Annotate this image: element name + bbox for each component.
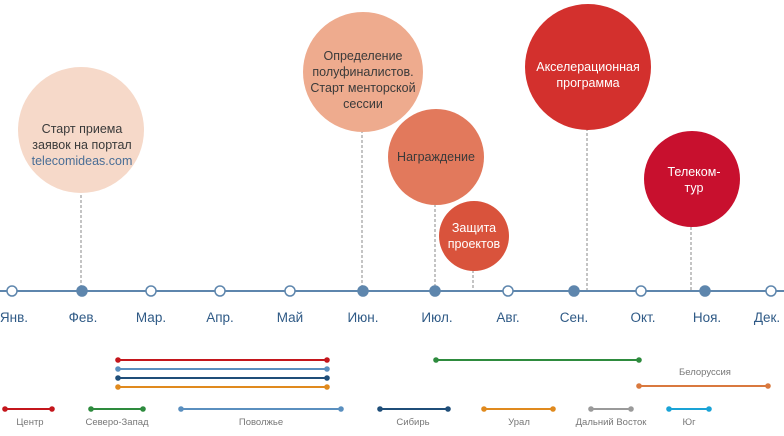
legend-bar-north-west-end-dot	[140, 406, 146, 412]
month-node-10	[699, 285, 711, 297]
month-node-11	[765, 285, 777, 297]
month-label-sep: Сен.	[559, 310, 589, 325]
legend-label-volga: Поволжье	[238, 417, 284, 428]
month-label-dec: Дек.	[753, 310, 781, 325]
bar-belarus-start-dot	[636, 383, 642, 389]
legend-label-siberia: Сибирь	[396, 417, 430, 428]
legend-label-center: Центр	[16, 417, 44, 428]
legend-bar-ural-end-dot	[550, 406, 556, 412]
legend-label-south: Юг	[682, 417, 696, 428]
legend-label-belarus: Белоруссия	[679, 367, 731, 378]
month-node-8	[568, 285, 580, 297]
month-label-nov: Ноя.	[692, 310, 722, 325]
month-label-may: Май	[276, 310, 304, 325]
bar-spring-ural-start-dot	[115, 384, 121, 390]
month-label-mar: Мар.	[135, 310, 167, 325]
month-node-1	[76, 285, 88, 297]
legend-bar-south-start-dot	[666, 406, 672, 412]
legend-bar-center-start-dot	[2, 406, 8, 412]
month-label-oct: Окт.	[630, 310, 656, 325]
legend-bar-ural-start-dot	[481, 406, 487, 412]
bubble-defense	[439, 201, 509, 271]
legend-bar-south-end-dot	[706, 406, 712, 412]
bar-spring-center-end-dot	[324, 357, 330, 363]
bar-spring-ural-end-dot	[324, 384, 330, 390]
bar-spring-siberia-end-dot	[324, 375, 330, 381]
bubble-award	[388, 109, 484, 205]
bar-belarus-end-dot	[765, 383, 771, 389]
month-label-jun: Июн.	[347, 310, 379, 325]
legend-label-far-east: Дальний Восток	[575, 417, 647, 428]
month-label-feb: Фев.	[68, 310, 98, 325]
legend-bar-far-east-end-dot	[628, 406, 634, 412]
legend-bar-siberia-start-dot	[377, 406, 383, 412]
bubble-teletour	[644, 131, 740, 227]
legend-label-north-west: Северо-Запад	[85, 417, 149, 428]
bar-autumn-north-west-end-dot	[636, 357, 642, 363]
bubble-start	[18, 67, 144, 193]
month-node-6	[429, 285, 441, 297]
bar-spring-center-start-dot	[115, 357, 121, 363]
bar-spring-volga-start-dot	[115, 366, 121, 372]
month-node-4	[284, 285, 296, 297]
bar-spring-siberia-start-dot	[115, 375, 121, 381]
bubble-semifinal	[303, 12, 423, 132]
bubble-accel	[525, 4, 651, 130]
legend-bar-north-west-start-dot	[88, 406, 94, 412]
legend-bar-center-end-dot	[49, 406, 55, 412]
month-label-jan: Янв.	[0, 310, 29, 325]
month-node-3	[214, 285, 226, 297]
month-node-7	[502, 285, 514, 297]
legend-bar-far-east-start-dot	[588, 406, 594, 412]
month-node-0	[6, 285, 18, 297]
legend-bar-siberia-end-dot	[445, 406, 451, 412]
legend-label-ural: Урал	[508, 417, 530, 428]
month-label-aug: Авг.	[496, 310, 520, 325]
month-label-apr: Апр.	[206, 310, 234, 325]
month-label-jul: Июл.	[421, 310, 453, 325]
month-node-5	[357, 285, 369, 297]
month-node-2	[145, 285, 157, 297]
legend-bar-volga-end-dot	[338, 406, 344, 412]
month-node-9	[635, 285, 647, 297]
bar-spring-volga-end-dot	[324, 366, 330, 372]
legend-bar-volga-start-dot	[178, 406, 184, 412]
bar-autumn-north-west-start-dot	[433, 357, 439, 363]
